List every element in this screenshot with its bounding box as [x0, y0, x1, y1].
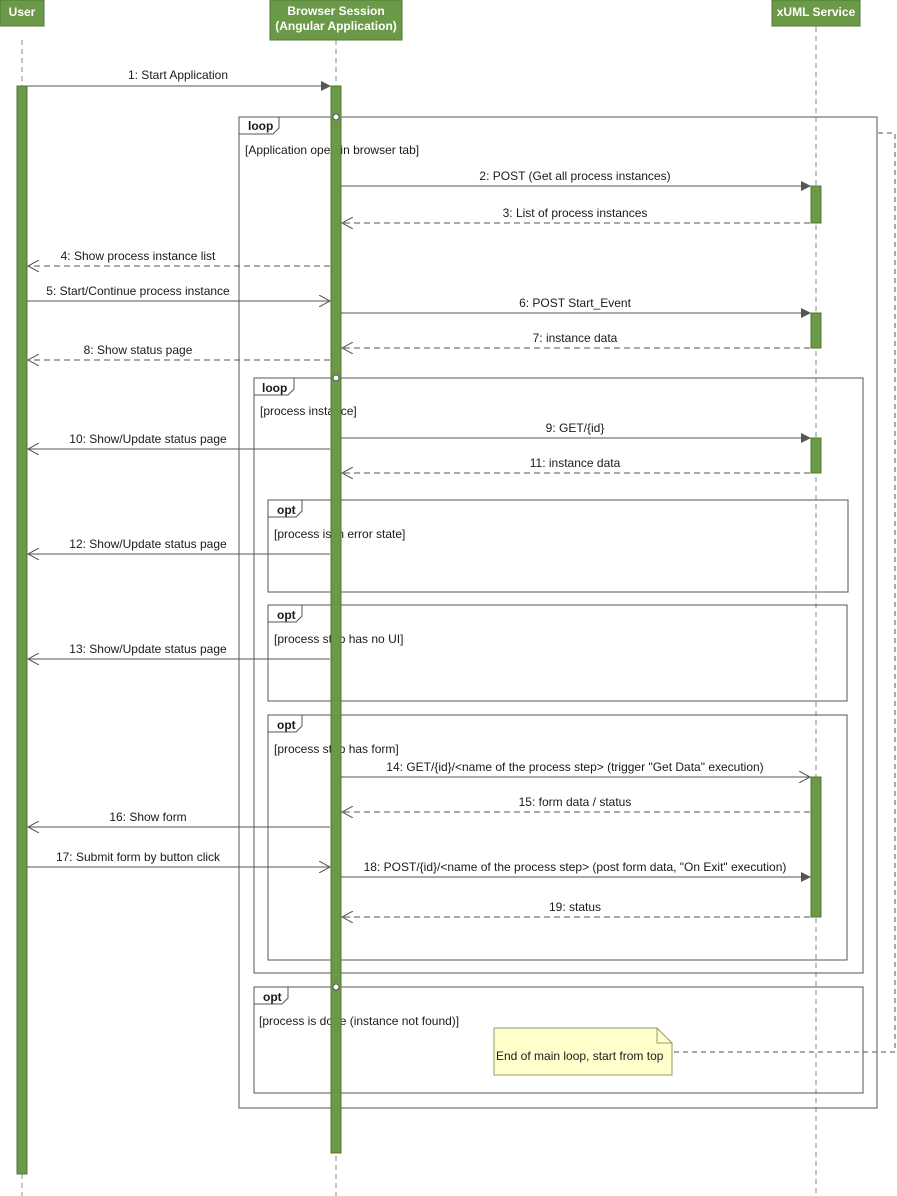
- message: 17: Submit form by button click: [27, 850, 330, 867]
- message: 13: Show/Update status page: [28, 642, 330, 659]
- frame-opt-form-kind: opt: [277, 718, 296, 732]
- frame-opt-done-kind: opt: [263, 990, 282, 1004]
- participant-browser: Browser Session (Angular Application): [269, 0, 403, 41]
- message-label: 3: List of process instances: [503, 206, 648, 220]
- frame-inner-loop-guard: [process instance]: [260, 404, 357, 418]
- note-text: End of main loop, start from top: [496, 1049, 664, 1063]
- message: 2: POST (Get all process instances): [341, 169, 811, 191]
- frame-opt-error-kind: opt: [277, 503, 296, 517]
- message-label: 16: Show form: [109, 810, 186, 824]
- frame-opt-error: opt [process is in error state]: [267, 499, 849, 593]
- message: 18: POST/{id}/<name of the process step>…: [341, 860, 811, 882]
- participant-xuml-label: xUML Service: [777, 5, 856, 19]
- xuml-activation-3: [810, 437, 822, 474]
- loop-entry-point: [332, 374, 340, 382]
- message: 5: Start/Continue process instance: [27, 284, 330, 301]
- message-label: 14: GET/{id}/<name of the process step> …: [386, 760, 763, 774]
- message-label: 7: instance data: [533, 331, 618, 345]
- message: 9: GET/{id}: [341, 421, 811, 443]
- message: 14: GET/{id}/<name of the process step> …: [341, 760, 810, 777]
- loop-entry-point: [332, 113, 340, 121]
- message-label: 8: Show status page: [84, 343, 193, 357]
- message-label: 13: Show/Update status page: [69, 642, 227, 656]
- frame-opt-form: opt [process step has form]: [267, 714, 848, 961]
- message-label: 10: Show/Update status page: [69, 432, 227, 446]
- message: 7: instance data: [342, 331, 810, 348]
- message-label: 1: Start Application: [128, 68, 228, 82]
- loop-entry-point: [332, 983, 340, 991]
- message-label: 19: status: [549, 900, 601, 914]
- xuml-activation-2: [810, 312, 822, 349]
- message-label: 6: POST Start_Event: [519, 296, 631, 310]
- participant-user-label: User: [9, 5, 36, 19]
- frame-outer-loop-kind: loop: [248, 119, 273, 133]
- frame-opt-done: opt [process is done (instance not found…: [253, 986, 864, 1094]
- message: 15: form data / status: [342, 795, 810, 812]
- message: 8: Show status page: [28, 343, 330, 360]
- message: 19: status: [342, 900, 810, 917]
- message-label: 12: Show/Update status page: [69, 537, 227, 551]
- note: End of main loop, start from top: [493, 1027, 673, 1076]
- participant-user: User: [0, 0, 45, 27]
- message: 3: List of process instances: [342, 206, 810, 223]
- message: 1: Start Application: [27, 68, 331, 91]
- frame-opt-no-ui: opt [process step has no UI]: [267, 604, 848, 702]
- message: 11: instance data: [342, 456, 810, 473]
- browser-activation: [330, 85, 342, 1154]
- xuml-activation-1: [810, 185, 822, 224]
- participant-browser-label-line2: (Angular Application): [275, 19, 397, 33]
- message-label: 11: instance data: [530, 456, 621, 470]
- message: 6: POST Start_Event: [341, 296, 811, 318]
- user-activation: [16, 85, 28, 1175]
- participant-xuml: xUML Service: [771, 0, 861, 27]
- message: 16: Show form: [28, 810, 330, 827]
- frame-opt-done-guard: [process is done (instance not found)]: [259, 1014, 459, 1028]
- message-label: 17: Submit form by button click: [56, 850, 221, 864]
- frame-inner-loop-kind: loop: [262, 381, 287, 395]
- message-label: 2: POST (Get all process instances): [479, 169, 670, 183]
- message-label: 9: GET/{id}: [546, 421, 605, 435]
- message-label: 5: Start/Continue process instance: [46, 284, 230, 298]
- frame-opt-no-ui-kind: opt: [277, 608, 296, 622]
- message-label: 15: form data / status: [519, 795, 632, 809]
- message: 12: Show/Update status page: [28, 537, 330, 554]
- message-label: 4: Show process instance list: [61, 249, 216, 263]
- loop-return-path: [674, 132, 896, 1053]
- message-label: 18: POST/{id}/<name of the process step>…: [364, 860, 787, 874]
- participant-browser-label-line1: Browser Session: [287, 4, 384, 18]
- message: 10: Show/Update status page: [28, 432, 330, 449]
- xuml-activation-4: [810, 776, 822, 918]
- message: 4: Show process instance list: [28, 249, 330, 266]
